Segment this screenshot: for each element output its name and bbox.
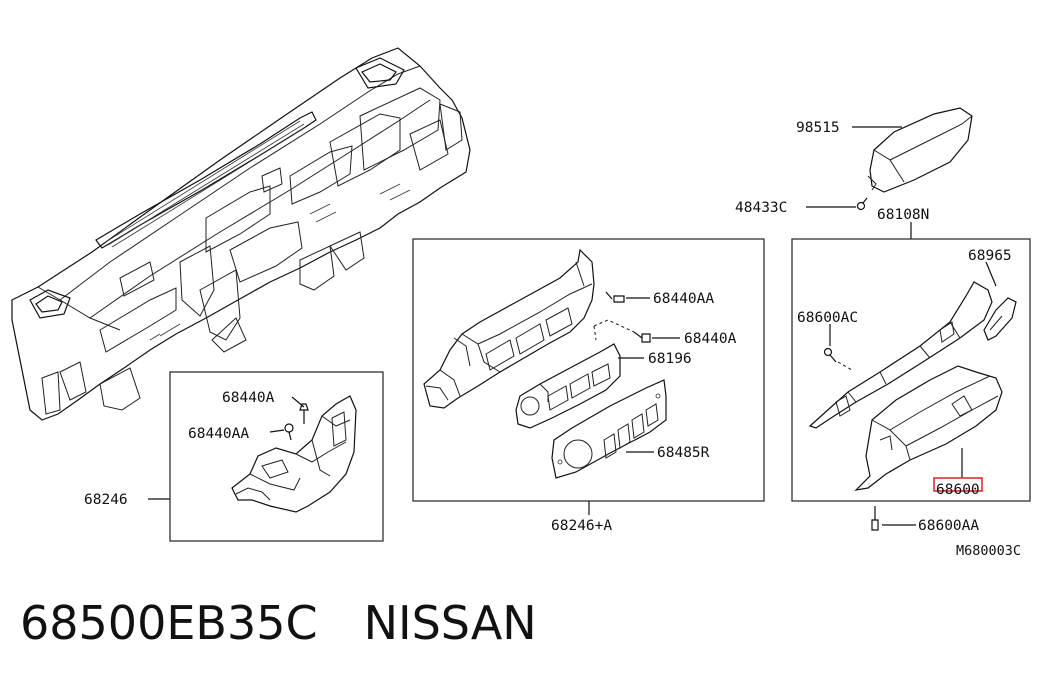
screw-68440a-center [633,331,651,343]
instrument-panel-drawing [11,47,471,421]
label-68440aa-center: 68440AA [653,291,714,307]
screw-68440a-left [299,403,309,424]
label-68965: 68965 [968,248,1012,264]
brand-name: NISSAN [363,596,537,650]
glove-box-box [791,238,1031,502]
airbag-group: 98515 48433C 68108N [735,107,973,239]
lid-68965-drawing [983,297,1017,341]
label-68246: 68246 [84,492,128,508]
label-68246-plus-a: 68246+A [551,518,612,534]
highlight-box-68600 [933,477,983,492]
screw-48433c [856,197,868,211]
screw-68600ac [823,347,837,363]
part-number: 68500EB35C [20,596,318,650]
label-68440a-center: 68440A [684,331,737,347]
panel-68485r-drawing [551,379,667,479]
screw-68440aa-center [605,291,625,303]
label-68440a-left: 68440A [222,390,275,406]
label-68196: 68196 [648,351,692,367]
center-cluster-group: 68440AA 68440A 68196 68485R 68246+A [412,238,765,534]
drawing-reference: M680003C [956,543,1021,559]
leader-68440aa-left [269,429,285,433]
lower-cover-group: 68440A 68440AA 68246 [84,371,384,542]
lower-cover-box [169,371,384,542]
screw-68440aa-left [284,423,294,441]
label-98515: 98515 [796,120,840,136]
glove-box-frame-drawing [808,281,993,429]
airbag-98515-drawing [867,107,973,193]
label-68108n: 68108N [877,207,929,223]
label-68600aa: 68600AA [918,518,979,534]
glove-box-group: 68965 68600AC 68600 68600AA [791,238,1031,534]
label-48433c: 48433C [735,200,787,216]
leader-68440a-left [291,396,305,408]
glove-box-bin-drawing [854,365,1003,491]
label-68600ac: 68600AC [797,310,858,326]
part-caption: 68500EB35C NISSAN [20,596,537,666]
label-68600: 68600 [936,482,980,498]
bezel-68196-drawing [515,343,621,429]
label-68440aa-left: 68440AA [188,426,249,442]
lower-cover-drawing [231,395,357,513]
assembly-dash-line [593,319,635,333]
center-console-drawing [423,248,595,409]
screw-68600aa [871,506,879,531]
leader-68965 [985,261,997,287]
label-68485r: 68485R [657,445,710,461]
